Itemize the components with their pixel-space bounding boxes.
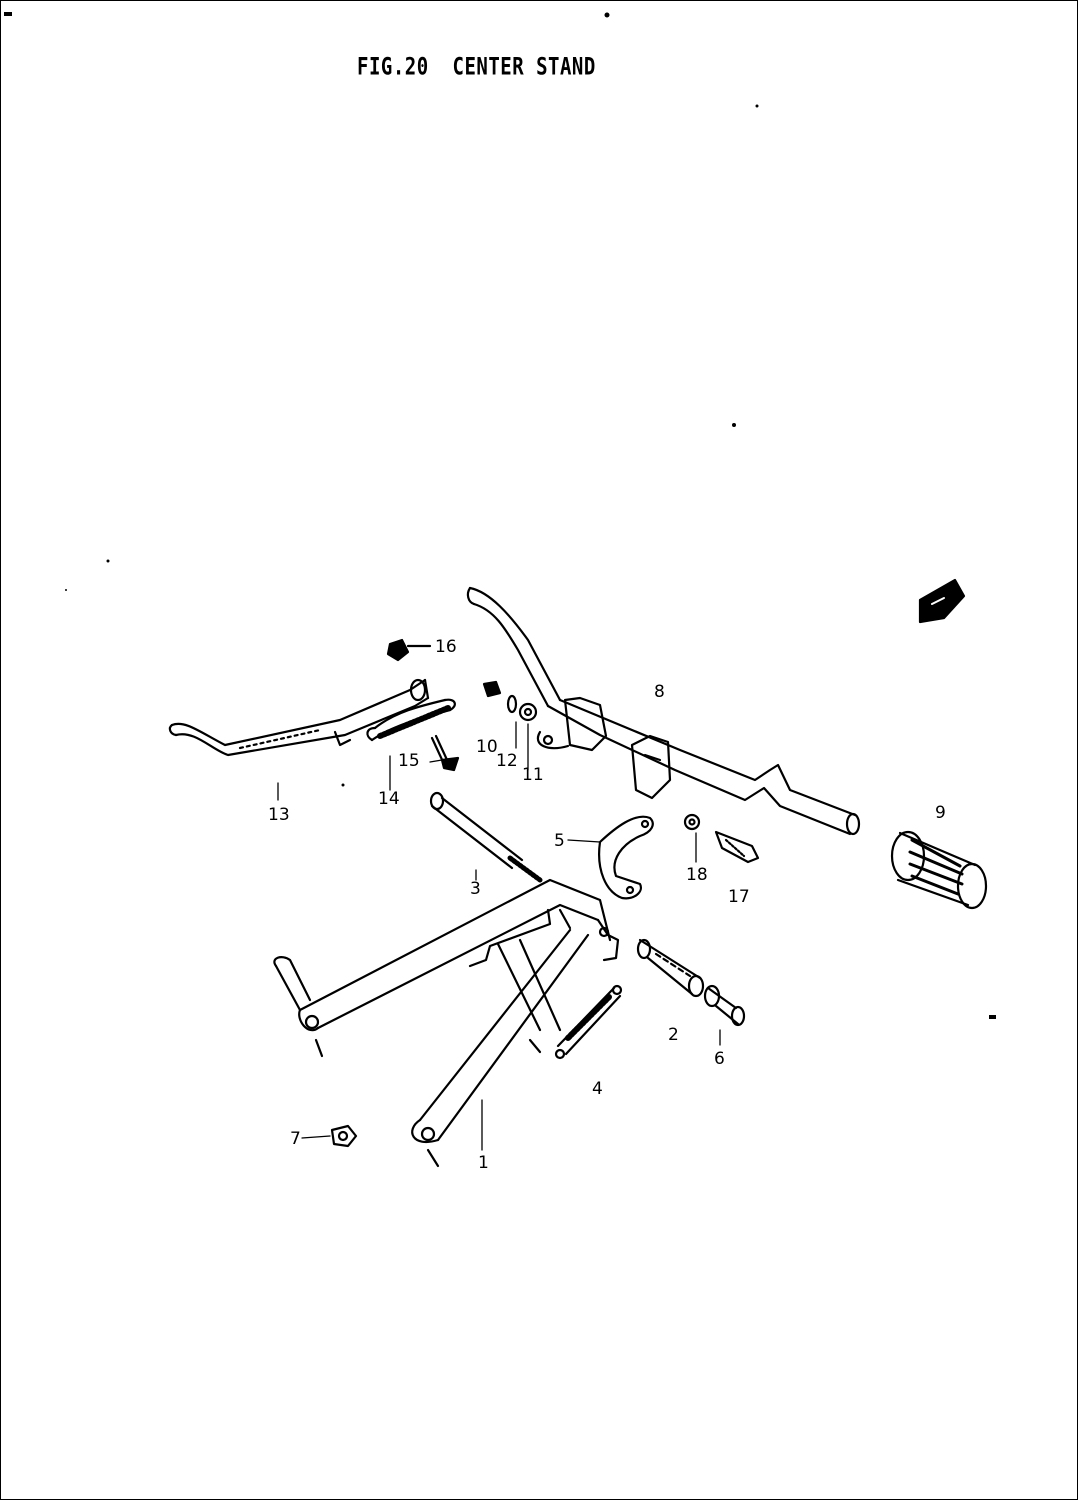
part-16-nut	[386, 638, 432, 662]
callout-10: 10	[476, 737, 498, 757]
callout-1: 1	[478, 1153, 489, 1173]
part-5-bracket	[598, 815, 654, 900]
callout-15: 15	[398, 751, 420, 771]
parts-10-11-12-fasteners	[482, 680, 538, 722]
part-18-washer	[683, 813, 701, 831]
part-9-footrest-rubber	[890, 830, 988, 910]
part-8-footrest-bar	[466, 586, 861, 836]
callout-8: 8	[654, 682, 665, 702]
part-17-bolt	[714, 830, 760, 864]
callout-7: 7	[290, 1129, 301, 1149]
part-4-spring	[554, 984, 623, 1060]
part-13-side-stand	[168, 678, 430, 757]
figure-title: FIG.20 CENTER STAND	[357, 53, 596, 81]
callout-18: 18	[686, 865, 708, 885]
scan-specks	[4, 12, 996, 1019]
callout-13: 13	[268, 805, 290, 825]
part-6-spacer	[703, 984, 746, 1027]
callout-4: 4	[592, 1079, 603, 1099]
callout-5: 5	[554, 831, 565, 851]
part-1-center-stand-frame	[273, 878, 620, 1168]
callout-16: 16	[435, 637, 457, 657]
part-3-pivot-shaft	[429, 791, 543, 883]
callout-17: 17	[728, 887, 750, 907]
part-15-bolt	[430, 734, 460, 772]
callout-2: 2	[668, 1025, 679, 1045]
callout-9: 9	[935, 803, 946, 823]
callout-12: 12	[496, 751, 518, 771]
callout-14: 14	[378, 789, 400, 809]
part-2-pipe	[636, 938, 705, 998]
callout-11: 11	[522, 765, 544, 785]
callout-3: 3	[470, 879, 481, 899]
leader-lines	[277, 721, 721, 1151]
callout-6: 6	[714, 1049, 725, 1069]
part-14-spring	[366, 698, 456, 742]
part-7-nut	[330, 1124, 358, 1148]
callout-labels: 16 8 10 12 11 15 13 14 9 5 3 18 17 2 6 4…	[268, 637, 946, 1173]
front-arrow-marker	[918, 578, 966, 624]
